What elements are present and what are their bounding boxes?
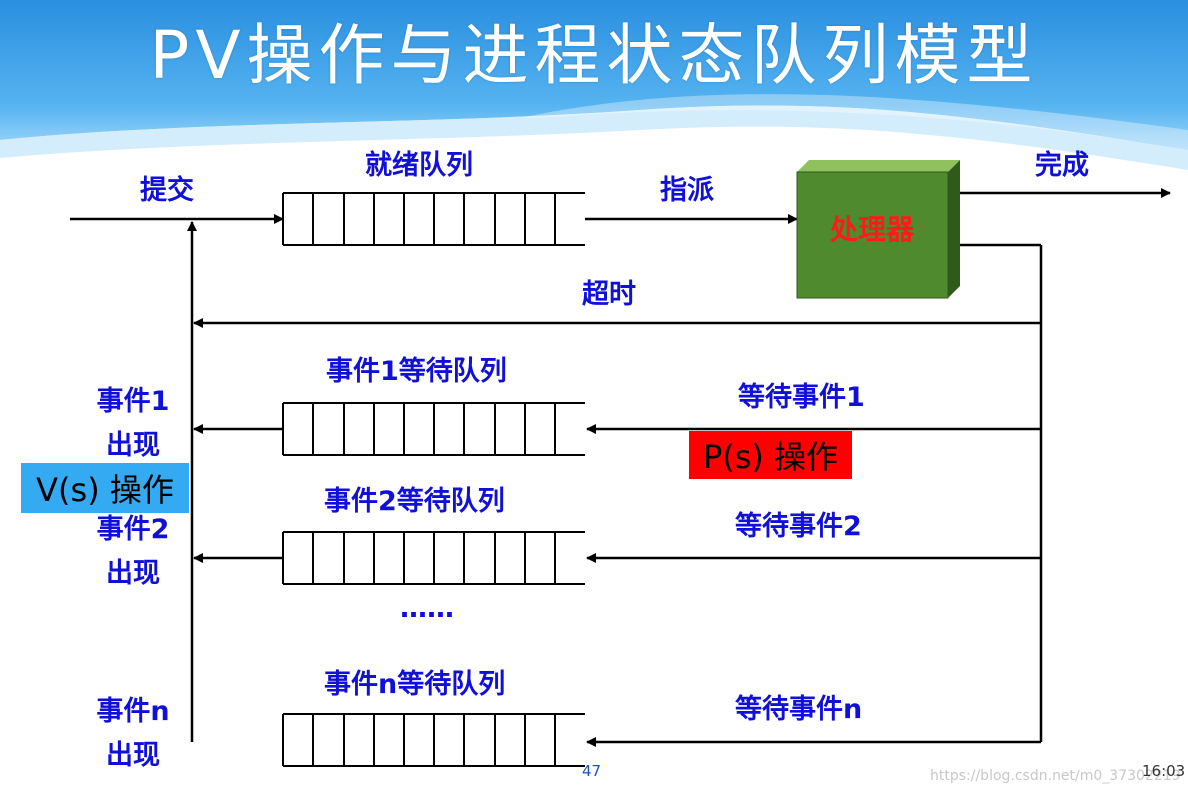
watermark: https://blog.csdn.net/m0_37302219: [930, 768, 1181, 784]
eventn-occurs-label: 事件n 出现: [96, 696, 170, 771]
slide-title: PV操作与进程状态队列模型: [149, 17, 1039, 94]
dispatch-label: 指派: [660, 175, 714, 206]
ellipsis-label: ……: [400, 593, 454, 624]
v-operation-badge: V(s) 操作: [21, 463, 189, 513]
queue2-label: 事件2等待队列: [324, 486, 505, 517]
ready-queue-label: 就绪队列: [365, 150, 473, 181]
queue1-label: 事件1等待队列: [326, 356, 507, 387]
processor-block: [796, 160, 960, 299]
event1-occurs-label: 事件1 出现: [96, 386, 170, 461]
wait1-label: 等待事件1: [738, 382, 865, 413]
timeout-label: 超时: [582, 279, 636, 310]
processor-label: 处理器: [829, 213, 914, 246]
ready-queue-box: [282, 192, 585, 246]
complete-label: 完成: [1035, 150, 1089, 181]
wait2-label: 等待事件2: [735, 511, 862, 542]
p-operation-badge: P(s) 操作: [689, 431, 852, 479]
queuen-label: 事件n等待队列: [324, 669, 506, 700]
event2-occurs-label: 事件2 出现: [96, 514, 170, 589]
submit-label: 提交: [140, 175, 194, 206]
page-number: 47: [582, 762, 602, 780]
queue2-box: [282, 531, 585, 585]
time-label: 16:03: [1142, 762, 1186, 780]
queue1-box: [282, 402, 585, 456]
queuen-box: [282, 713, 585, 767]
waitn-label: 等待事件n: [735, 694, 863, 725]
processor: 处理器: [797, 172, 948, 298]
